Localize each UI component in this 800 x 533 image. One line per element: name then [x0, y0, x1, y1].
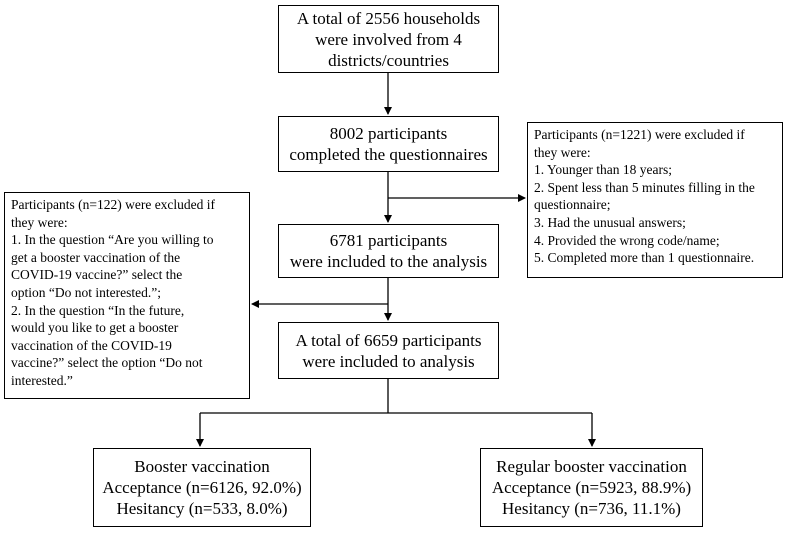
participants-box: 8002 participants completed the question… — [278, 116, 499, 172]
first-exclusion-line-1: Participants (n=1221) were excluded if — [534, 127, 745, 142]
second-exclusion-line-7: 2. In the question “In the future, — [11, 302, 185, 318]
households-line-1: A total of 2556 households — [296, 8, 481, 28]
second-exclusion-line-2: they were: — [11, 214, 68, 230]
households-box: A total of 2556 households were involved… — [278, 5, 499, 73]
regular-booster-box: Regular booster vaccination Acceptance (… — [480, 448, 703, 527]
second-exclusion-line-3: 1. In the question “Are you willing to — [11, 232, 214, 248]
first-exclusion-line-2: they were: — [534, 144, 591, 160]
second-exclusion-line-1: Participants (n=122) were excluded if — [11, 197, 216, 212]
first-exclusion-line-6: 3. Had the unusual answers; — [534, 214, 686, 230]
included-final-line-1: A total of 6659 participants — [295, 330, 482, 350]
households-line-3: districts/countries — [328, 50, 449, 70]
booster-line-1: Booster vaccination — [134, 457, 270, 476]
second-exclusion-box: Participants (n=122) were excluded if th… — [4, 192, 250, 399]
first-exclusion-line-4: 2. Spent less than 5 minutes filling in … — [534, 179, 755, 195]
first-exclusion-line-7: 4. Provided the wrong code/name; — [534, 232, 720, 248]
included-first-line-2: were included to the analysis — [289, 252, 488, 271]
first-exclusion-line-8: 5. Completed more than 1 questionnaire. — [534, 250, 755, 266]
included-final-box: A total of 6659 participants were includ… — [278, 322, 499, 379]
booster-line-3: Hesitancy (n=533, 8.0%) — [116, 499, 288, 518]
second-exclusion-line-6: option “Do not interested.”; — [11, 284, 161, 300]
regular-booster-line-3: Hesitancy (n=736, 11.1%) — [502, 499, 681, 518]
second-exclusion-line-4: get a booster vaccination of the — [11, 249, 181, 265]
included-first-box: 6781 participants were included to the a… — [278, 224, 499, 278]
first-exclusion-line-3: 1. Younger than 18 years; — [534, 162, 672, 178]
participants-line-2: completed the questionnaires — [289, 145, 488, 164]
regular-booster-line-2: Acceptance (n=5923, 88.9%) — [491, 478, 692, 497]
second-exclusion-line-10: vaccine?” select the option “Do not — [11, 355, 203, 371]
booster-line-2: Acceptance (n=6126, 92.0%) — [102, 478, 302, 497]
second-exclusion-line-5: COVID-19 vaccine?” select the — [11, 267, 183, 283]
included-final-line-2: were included to analysis — [302, 351, 475, 371]
households-line-2: were involved from 4 — [315, 29, 462, 49]
second-exclusion-line-9: vaccination of the COVID-19 — [11, 337, 172, 353]
included-first-line-1: 6781 participants — [329, 231, 448, 250]
regular-booster-line-1: Regular booster vaccination — [496, 457, 687, 476]
booster-box: Booster vaccination Acceptance (n=6126, … — [93, 448, 311, 527]
first-exclusion-line-5: questionnaire; — [534, 197, 611, 213]
second-exclusion-line-11: interested.” — [11, 372, 73, 388]
participants-line-1: 8002 participants — [329, 124, 448, 143]
first-exclusion-box: Participants (n=1221) were excluded if t… — [527, 122, 783, 278]
second-exclusion-line-8: would you like to get a booster — [11, 320, 179, 336]
